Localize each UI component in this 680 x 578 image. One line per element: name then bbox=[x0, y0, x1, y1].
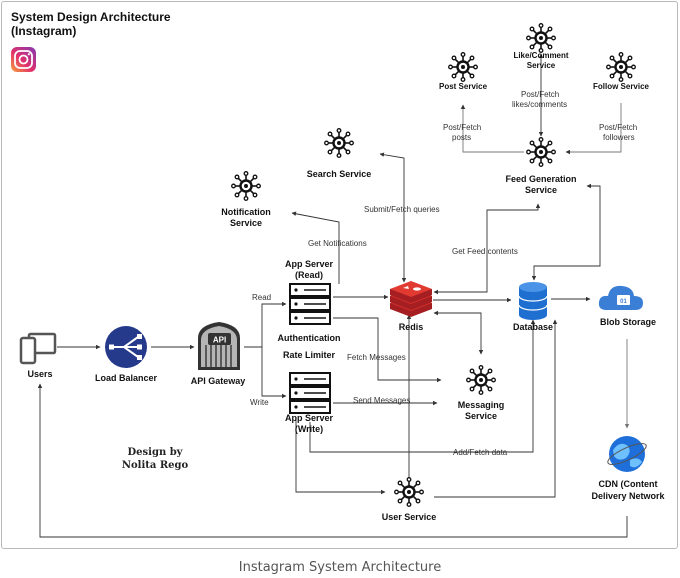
database-label: Database bbox=[513, 322, 553, 332]
label-read: Read bbox=[252, 293, 271, 302]
post-service-node: Post Service bbox=[439, 51, 488, 91]
edge-redis-search bbox=[379, 152, 407, 283]
api-badge: API bbox=[213, 336, 226, 345]
feed-generation-label-1: Feed Generation bbox=[505, 174, 576, 184]
app-server-write-label-1: App Server bbox=[285, 413, 334, 423]
users-label: Users bbox=[27, 369, 52, 379]
svg-text:01: 01 bbox=[620, 299, 627, 305]
follow-service-label: Follow Service bbox=[593, 82, 650, 91]
user-service-node: User Service bbox=[382, 476, 437, 522]
server-rack-icon bbox=[289, 372, 331, 414]
api-gateway-icon: API bbox=[198, 322, 240, 370]
feed-generation-label-2: Service bbox=[525, 185, 557, 195]
search-service-label: Search Service bbox=[307, 169, 372, 179]
service-icon bbox=[465, 364, 497, 396]
server-rack-icon bbox=[289, 283, 331, 325]
search-service-node: Search Service bbox=[307, 127, 372, 179]
messaging-service-label-1: Messaging bbox=[458, 400, 505, 410]
redis-node: Redis bbox=[390, 281, 432, 332]
cloud-storage-icon: 01 bbox=[598, 285, 643, 310]
api-gateway-label: API Gateway bbox=[191, 376, 246, 386]
edge-gateway-write bbox=[261, 347, 287, 399]
edge-gateway-read bbox=[244, 301, 287, 348]
edge-labels: Read Write Get Notifications Submit/Fetc… bbox=[250, 90, 637, 457]
label-get-notifications: Get Notifications bbox=[308, 239, 367, 248]
load-balancer-node: Load Balancer bbox=[95, 326, 158, 383]
messaging-service-node: Messaging Service bbox=[458, 364, 505, 421]
service-icon bbox=[525, 22, 557, 54]
service-icon bbox=[230, 170, 262, 202]
app-server-read-label-1: App Server bbox=[285, 259, 334, 269]
like-comment-label-1: Like/Comment bbox=[513, 51, 568, 60]
label-post-fetch-likes-2: likes/comments bbox=[512, 100, 567, 109]
edge-read-notification bbox=[291, 211, 340, 284]
edge-feed-post bbox=[460, 104, 524, 153]
service-icon bbox=[605, 51, 637, 83]
user-service-label: User Service bbox=[382, 512, 437, 522]
service-icon bbox=[447, 51, 479, 83]
label-send-messages: Send Messages bbox=[353, 396, 410, 405]
edge-userservice-db bbox=[434, 319, 558, 498]
credit-line-2: Nolita Rego bbox=[122, 460, 189, 471]
devices-icon bbox=[19, 332, 57, 365]
service-icon bbox=[323, 127, 355, 159]
app-server-write-label-2: (Write) bbox=[295, 424, 323, 434]
app-server-read-node: App Server (Read) bbox=[285, 259, 334, 325]
cdn-node: CDN (Content Delivery Network bbox=[591, 436, 666, 501]
notification-service-label-1: Notification bbox=[221, 207, 271, 217]
blob-storage-label: Blob Storage bbox=[600, 317, 656, 327]
service-icon bbox=[525, 136, 557, 168]
redis-label: Redis bbox=[399, 322, 424, 332]
edge-add-fetch-data bbox=[309, 319, 536, 453]
users-node: Users bbox=[19, 332, 57, 379]
database-node: Database bbox=[513, 282, 553, 332]
label-get-feed-contents: Get Feed contents bbox=[452, 247, 518, 256]
edge-cdn-users bbox=[37, 383, 628, 538]
messaging-service-label-2: Service bbox=[465, 411, 497, 421]
app-server-write-node: App Server (Write) bbox=[285, 372, 334, 434]
notification-service-node: Notification Service bbox=[221, 170, 271, 228]
like-comment-service-node: Like/Comment Service bbox=[513, 22, 569, 70]
globe-icon bbox=[607, 436, 647, 472]
post-service-label: Post Service bbox=[439, 82, 488, 91]
credit-line-1: Design by bbox=[127, 447, 183, 458]
redis-icon bbox=[390, 281, 432, 317]
instagram-logo-icon bbox=[11, 47, 36, 72]
figure-caption: Instagram System Architecture bbox=[238, 560, 442, 575]
label-fetch-messages: Fetch Messages bbox=[347, 353, 406, 362]
edge-redis-messaging bbox=[433, 310, 484, 355]
label-post-fetch-followers-1: Post/Fetch bbox=[599, 123, 637, 132]
connections bbox=[37, 53, 630, 538]
notification-service-label-2: Service bbox=[230, 218, 262, 228]
label-post-fetch-likes-1: Post/Fetch bbox=[521, 90, 559, 99]
edge-write-userservice bbox=[295, 418, 386, 495]
label-post-fetch-followers-2: followers bbox=[603, 133, 635, 142]
cdn-label-2: Delivery Network bbox=[591, 491, 665, 501]
architecture-diagram: System Design Architecture (Instagram) bbox=[11, 10, 666, 538]
edge-feed-follow bbox=[565, 103, 622, 155]
feed-generation-service-node: Feed Generation Service bbox=[505, 136, 577, 195]
like-comment-label-2: Service bbox=[527, 61, 556, 70]
edge-fetch-messages bbox=[333, 317, 442, 383]
load-balancer-label: Load Balancer bbox=[95, 373, 158, 383]
label-add-fetch-data: Add/Fetch data bbox=[453, 448, 508, 457]
blob-storage-node: 01 Blob Storage bbox=[598, 285, 656, 327]
diagram-title-line1: System Design Architecture bbox=[11, 10, 171, 24]
app-server-read-label-2: (Read) bbox=[295, 270, 323, 280]
authentication-label: Authentication bbox=[278, 333, 341, 343]
service-icon bbox=[393, 476, 425, 508]
diagram-title-line2: (Instagram) bbox=[11, 24, 76, 38]
label-write: Write bbox=[250, 398, 269, 407]
label-post-fetch-posts-2: posts bbox=[452, 133, 471, 142]
label-submit-fetch-queries: Submit/Fetch queries bbox=[364, 205, 440, 214]
database-icon bbox=[518, 282, 548, 320]
follow-service-node: Follow Service bbox=[593, 51, 650, 91]
api-gateway-node: API API Gateway bbox=[191, 322, 246, 386]
label-post-fetch-posts-1: Post/Fetch bbox=[443, 123, 481, 132]
rate-limiter-label: Rate Limiter bbox=[283, 350, 336, 360]
cdn-label-1: CDN (Content bbox=[599, 479, 658, 489]
edge-db-feed bbox=[531, 183, 601, 281]
load-balancer-icon bbox=[105, 326, 147, 368]
